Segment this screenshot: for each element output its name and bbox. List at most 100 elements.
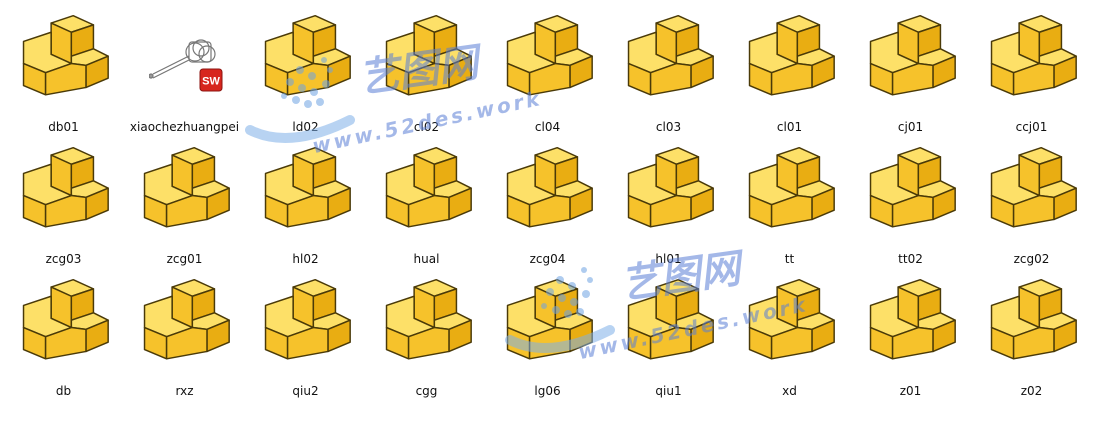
solidworks-part-icon [990, 278, 1077, 360]
file-thumbnail [861, 272, 961, 372]
file-item[interactable]: z02 [971, 272, 1092, 404]
solidworks-part-icon [627, 14, 714, 96]
solidworks-part-icon [143, 278, 230, 360]
solidworks-part-icon [627, 146, 714, 228]
file-thumbnail [740, 8, 840, 108]
solidworks-part-icon [385, 278, 472, 360]
solidworks-part-icon [385, 14, 472, 96]
file-item[interactable]: lg06 [487, 272, 608, 404]
file-name-label: lg06 [534, 384, 561, 398]
file-name-label: zcg03 [45, 252, 82, 266]
file-item[interactable]: z01 [850, 272, 971, 404]
file-item[interactable]: cl01 [729, 8, 850, 140]
solidworks-part-icon [869, 278, 956, 360]
file-item[interactable]: db01 [3, 8, 124, 140]
file-name-label: z02 [1020, 384, 1043, 398]
file-item[interactable]: zcg02 [971, 140, 1092, 272]
file-name-label: cl01 [776, 120, 803, 134]
file-thumbnail [14, 272, 114, 372]
file-item[interactable]: cl02 [366, 8, 487, 140]
solidworks-part-icon [264, 14, 351, 96]
file-item[interactable]: cl04 [487, 8, 608, 140]
file-thumbnail [740, 140, 840, 240]
file-thumbnail [135, 140, 235, 240]
file-name-label: cl03 [655, 120, 682, 134]
solidworks-part-icon [22, 278, 109, 360]
file-name-label: hual [413, 252, 440, 266]
file-item[interactable]: hl01 [608, 140, 729, 272]
file-thumbnail: SW [135, 8, 235, 108]
file-name-label: qiu1 [655, 384, 682, 398]
file-thumbnail [619, 8, 719, 108]
file-thumbnail [740, 272, 840, 372]
file-name-label: cgg [415, 384, 438, 398]
file-name-label: ccj01 [1015, 120, 1048, 134]
file-thumbnail [14, 8, 114, 108]
solidworks-part-icon [506, 14, 593, 96]
file-name-label: tt02 [898, 252, 923, 266]
file-name-label: hl02 [292, 252, 319, 266]
file-thumbnail [982, 272, 1082, 372]
sw-badge-icon: SW [199, 68, 222, 92]
file-name-label: db01 [48, 120, 79, 134]
assembly-thumbnail: SW [135, 8, 235, 108]
solidworks-part-icon [627, 278, 714, 360]
file-item[interactable]: rxz [124, 272, 245, 404]
file-item[interactable]: ld02 [245, 8, 366, 140]
file-item[interactable]: cl03 [608, 8, 729, 140]
file-item[interactable]: ccj01 [971, 8, 1092, 140]
solidworks-part-icon [143, 146, 230, 228]
file-item[interactable]: hl02 [245, 140, 366, 272]
file-name-label: tt [784, 252, 795, 266]
solidworks-part-icon [869, 146, 956, 228]
file-thumbnail [256, 140, 356, 240]
file-name-label: zcg01 [166, 252, 203, 266]
file-thumbnail [498, 8, 598, 108]
file-item[interactable]: zcg04 [487, 140, 608, 272]
file-thumbnail [861, 8, 961, 108]
file-name-label: ld02 [292, 120, 319, 134]
file-item[interactable]: cgg [366, 272, 487, 404]
file-name-label: cl02 [413, 120, 440, 134]
file-item[interactable]: cj01 [850, 8, 971, 140]
file-thumbnail [14, 140, 114, 240]
file-item[interactable]: xd [729, 272, 850, 404]
file-item[interactable]: tt02 [850, 140, 971, 272]
file-item[interactable]: zcg03 [3, 140, 124, 272]
svg-text:SW: SW [202, 76, 220, 88]
file-thumbnail [982, 8, 1082, 108]
file-name-label: cj01 [897, 120, 924, 134]
file-thumbnail [619, 140, 719, 240]
file-thumbnail [256, 8, 356, 108]
file-name-label: qiu2 [292, 384, 319, 398]
solidworks-part-icon [506, 278, 593, 360]
file-thumbnail [498, 272, 598, 372]
solidworks-part-icon [385, 146, 472, 228]
file-name-label: zcg02 [1013, 252, 1050, 266]
file-item[interactable]: tt [729, 140, 850, 272]
solidworks-part-icon [506, 146, 593, 228]
file-thumbnail [498, 140, 598, 240]
solidworks-part-icon [748, 146, 835, 228]
file-item[interactable]: db [3, 272, 124, 404]
file-thumbnail [377, 8, 477, 108]
solidworks-part-icon [22, 146, 109, 228]
solidworks-part-icon [869, 14, 956, 96]
solidworks-part-icon [748, 278, 835, 360]
file-thumbnail [377, 272, 477, 372]
solidworks-part-icon [990, 146, 1077, 228]
solidworks-part-icon [990, 14, 1077, 96]
file-name-label: zcg04 [529, 252, 566, 266]
solidworks-part-icon [264, 146, 351, 228]
file-name-label: hl01 [655, 252, 682, 266]
file-item[interactable]: qiu2 [245, 272, 366, 404]
file-item[interactable]: zcg01 [124, 140, 245, 272]
file-name-label: rxz [175, 384, 194, 398]
file-item[interactable]: hual [366, 140, 487, 272]
file-name-label: xd [782, 384, 797, 398]
file-name-label: db [55, 384, 72, 398]
file-item[interactable]: SW xiaochezhuangpei [124, 8, 245, 140]
file-thumbnail [135, 272, 235, 372]
solidworks-part-icon [748, 14, 835, 96]
file-item[interactable]: qiu1 [608, 272, 729, 404]
